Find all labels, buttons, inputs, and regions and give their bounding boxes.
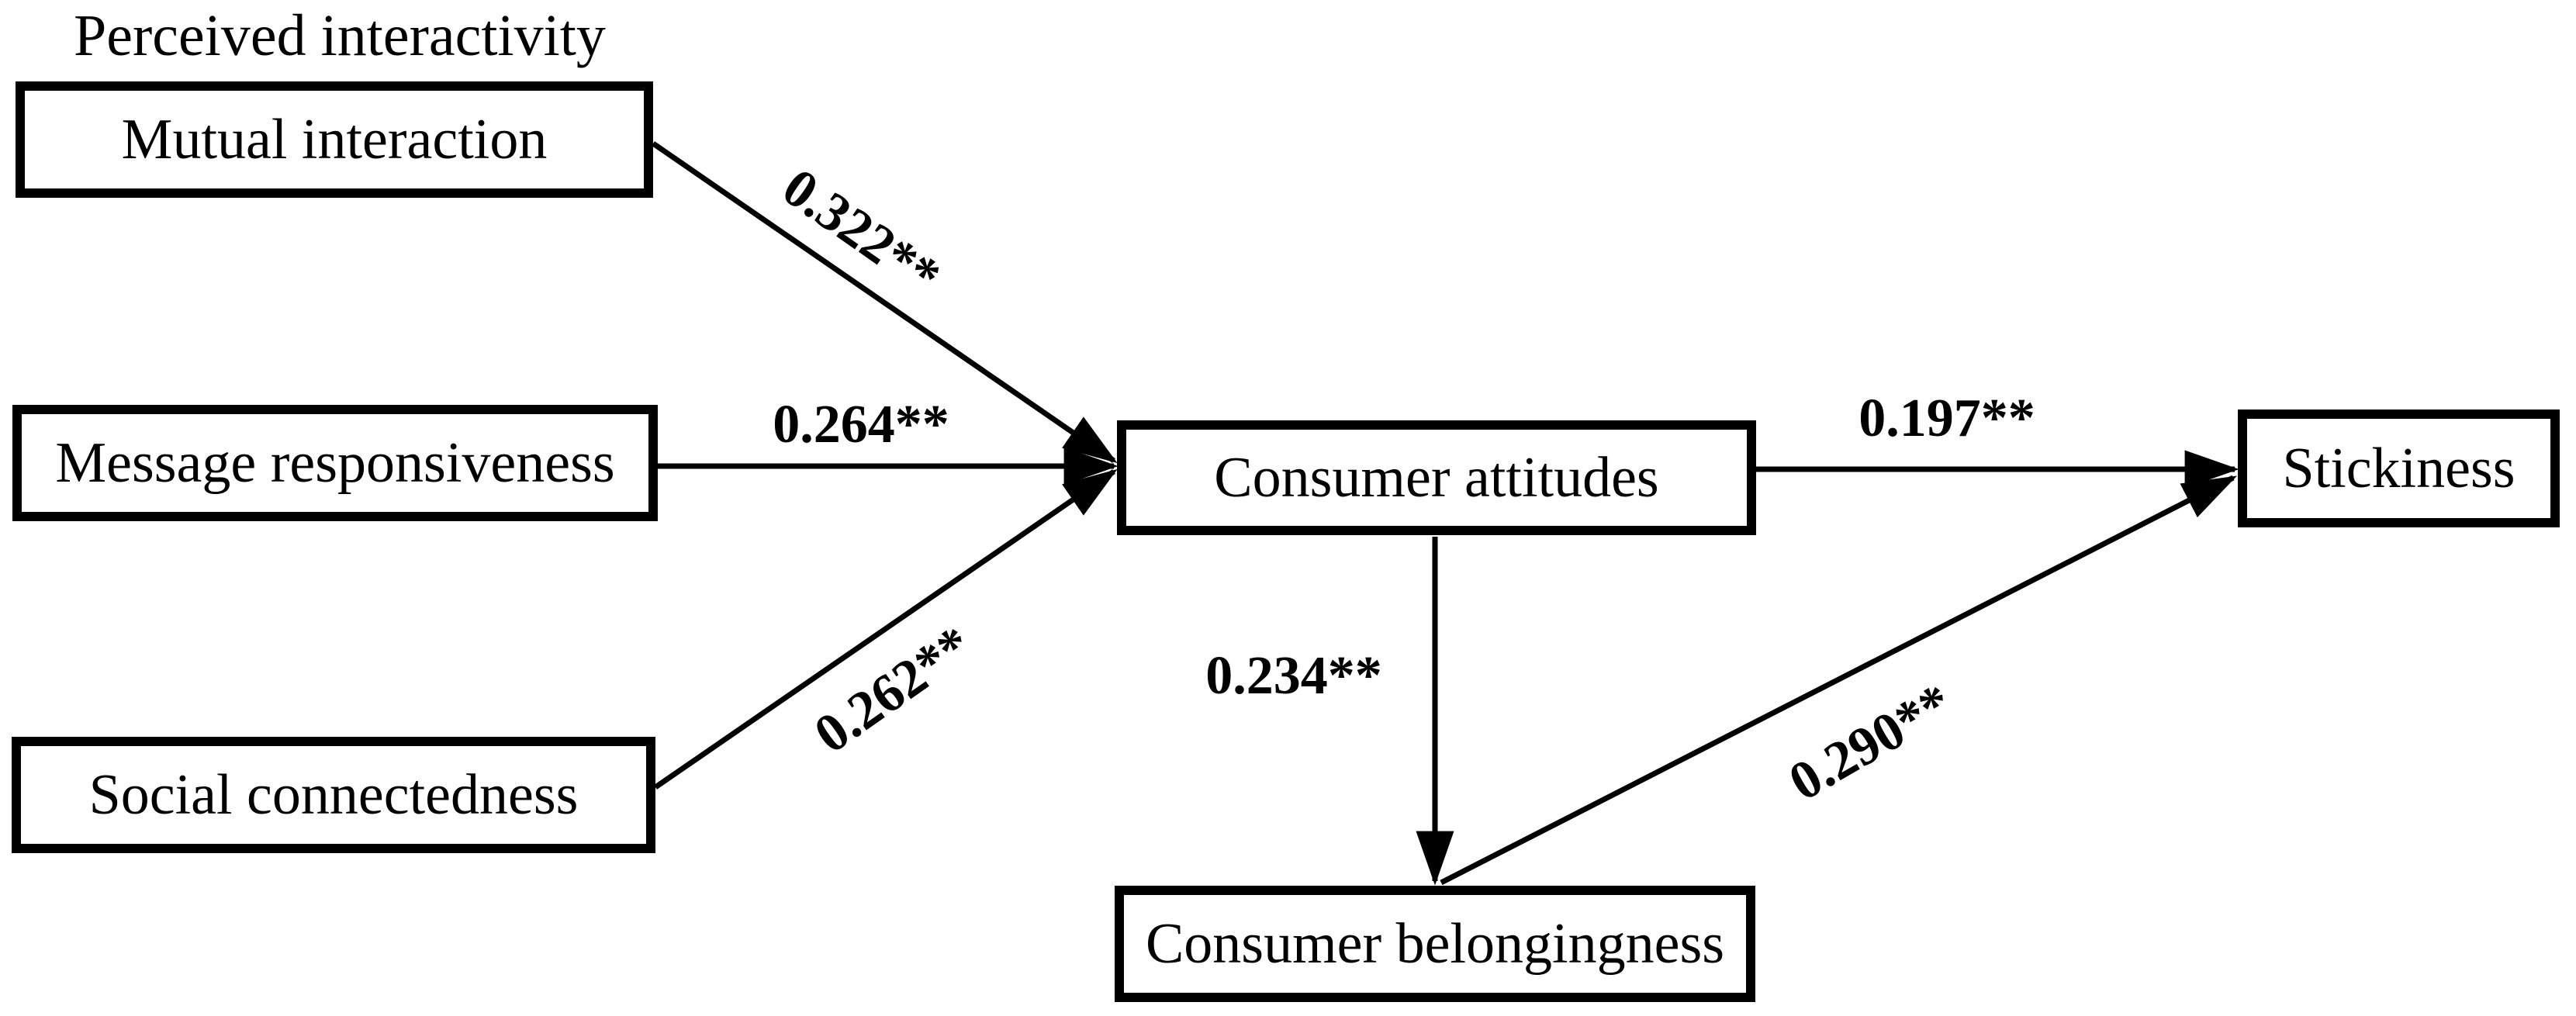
coefficient-attitudes-to-stickiness: 0.197**: [1859, 389, 2035, 448]
node-label: Consumer attitudes: [1214, 446, 1659, 510]
node-social-connectedness: Social connectedness: [12, 737, 655, 853]
node-label: Consumer belongingness: [1145, 912, 1725, 976]
arrow-social-to-attitudes: [654, 468, 1118, 790]
node-message-responsiveness: Message responsiveness: [12, 405, 658, 521]
node-label: Mutual interaction: [121, 108, 548, 171]
node-mutual-interaction: Mutual interaction: [16, 81, 653, 198]
coefficient-message-to-attitudes: 0.264**: [773, 395, 949, 454]
arrow-belongingness-to-stickiness: [1440, 475, 2237, 886]
coefficient-attitudes-to-belongingness: 0.234**: [1205, 646, 1382, 706]
node-label: Stickiness: [2282, 437, 2515, 500]
node-consumer-belongingness: Consumer belongingness: [1115, 886, 1755, 1002]
group-label-perceived-interactivity: Perceived interactivity: [74, 3, 606, 68]
node-consumer-attitudes: Consumer attitudes: [1117, 420, 1756, 535]
node-label: Message responsiveness: [55, 431, 615, 495]
arrow-mutual-to-attitudes: [652, 141, 1118, 464]
node-label: Social connectedness: [88, 763, 579, 827]
node-stickiness: Stickiness: [2238, 410, 2560, 527]
